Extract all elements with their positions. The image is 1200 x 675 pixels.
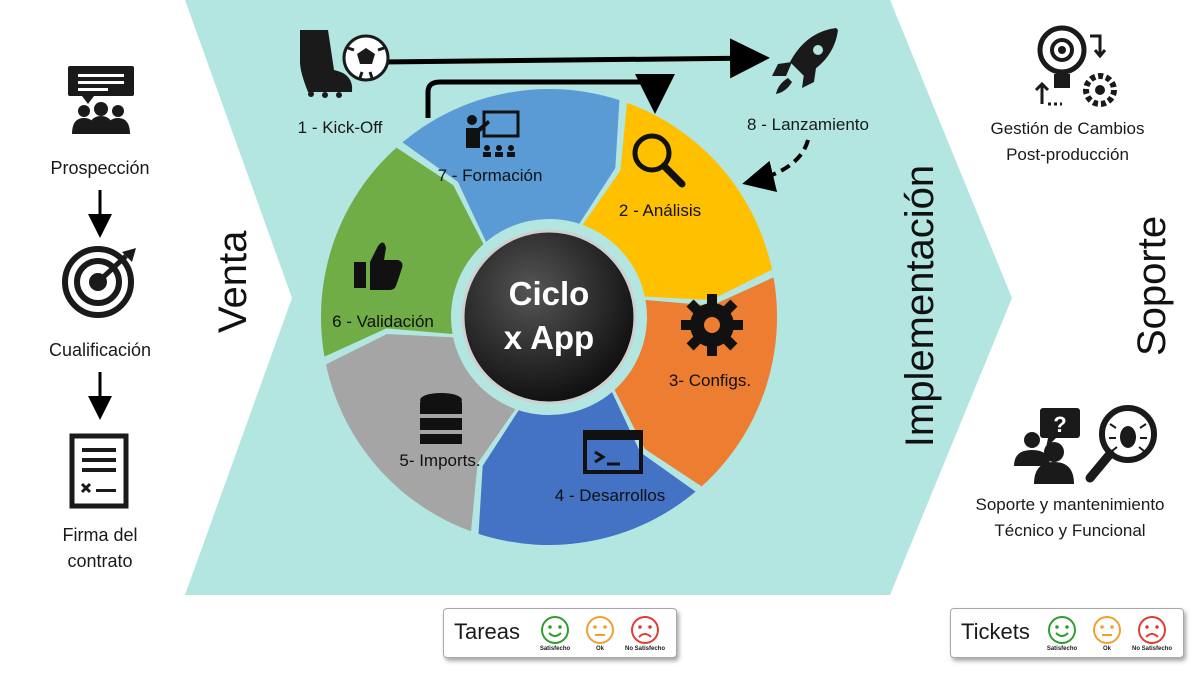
center-title: Ciclo x App [470,272,628,360]
center-line-2: x App [503,319,595,356]
face-no-satisfecho-label: No Satisfecho [1131,646,1172,652]
soccer-kickoff-icon [300,30,390,98]
segment-label-configs: 3- Configs. [668,371,752,390]
launch-dashed-arrow [742,139,810,192]
segment-label-validacion: 6 - Validación [332,312,434,331]
change-mgmt-label: Gestión de Cambios Post-producción [990,119,1145,164]
venta-step-prospeccion: Prospección [50,158,150,178]
thumbs-up-icon [354,242,403,290]
magnifier-icon [632,133,686,188]
venta-step-cualificacion: Cualificación [48,340,152,360]
face-no-satisfecho: No Satisfecho [625,615,665,653]
change-cycle-icon [1034,25,1117,107]
face-ok: Ok [585,615,615,653]
center-line-1: Ciclo [508,275,590,312]
cycle-segment [402,88,620,242]
face-ok-label: Ok [1102,646,1111,652]
contract-document-icon [69,433,129,509]
svg-text:?: ? [1053,412,1066,437]
segment-label-desarrollos: 4 - Desarrollos [554,486,666,505]
launch-label: 8 - Lanzamiento [747,115,869,134]
database-icon [420,393,462,444]
face-ok-label: Ok [595,646,604,652]
segment-label-formacion: 7 - Formación [437,166,543,185]
cycle-segment [582,102,773,300]
teacher-icon [466,110,520,157]
legend-tickets-title: Tickets [961,619,1030,644]
meeting-presentation-icon [68,66,134,134]
legend-tareas-title: Tareas [454,619,521,644]
cycle-segment [321,147,484,357]
support-bug-icon: ? [1014,405,1157,484]
face-satisfecho-label: Satisfecho [539,646,571,652]
center-circle [461,229,637,405]
launch-arrow [379,38,770,79]
venta-step-firma: Firma del contrato [62,525,138,571]
cycle-segment [478,392,696,546]
face-ok: Ok [1092,615,1122,653]
face-no-satisfecho: No Satisfecho [1132,615,1172,653]
face-satisfecho: Satisfecho [540,615,570,653]
phase-implementacion: Implementación [898,164,942,448]
target-icon [62,246,136,318]
terminal-icon [583,430,643,474]
cycle-segment [325,334,516,532]
kickoff-arrow [425,74,675,118]
segment-label-imports: 5- Imports. [399,451,481,470]
legend-tareas: Tareas Satisfecho Ok No Satisfecho [443,608,677,658]
rocket-icon [772,28,838,94]
phase-soporte: Soporte [1130,215,1174,356]
phase-venta: Venta [211,230,255,333]
legend-tickets: Tickets Satisfecho Ok No Satisfecho [950,608,1184,658]
kickoff-label: 1 - Kick-Off [297,118,383,137]
segment-label-analisis: 2 - Análisis [618,201,702,220]
gear-icon [681,294,743,356]
face-satisfecho-label: Satisfecho [1046,646,1078,652]
face-no-satisfecho-label: No Satisfecho [624,646,665,652]
support-label: Soporte y mantenimiento Técnico y Funcio… [975,495,1165,540]
face-satisfecho: Satisfecho [1047,615,1077,653]
